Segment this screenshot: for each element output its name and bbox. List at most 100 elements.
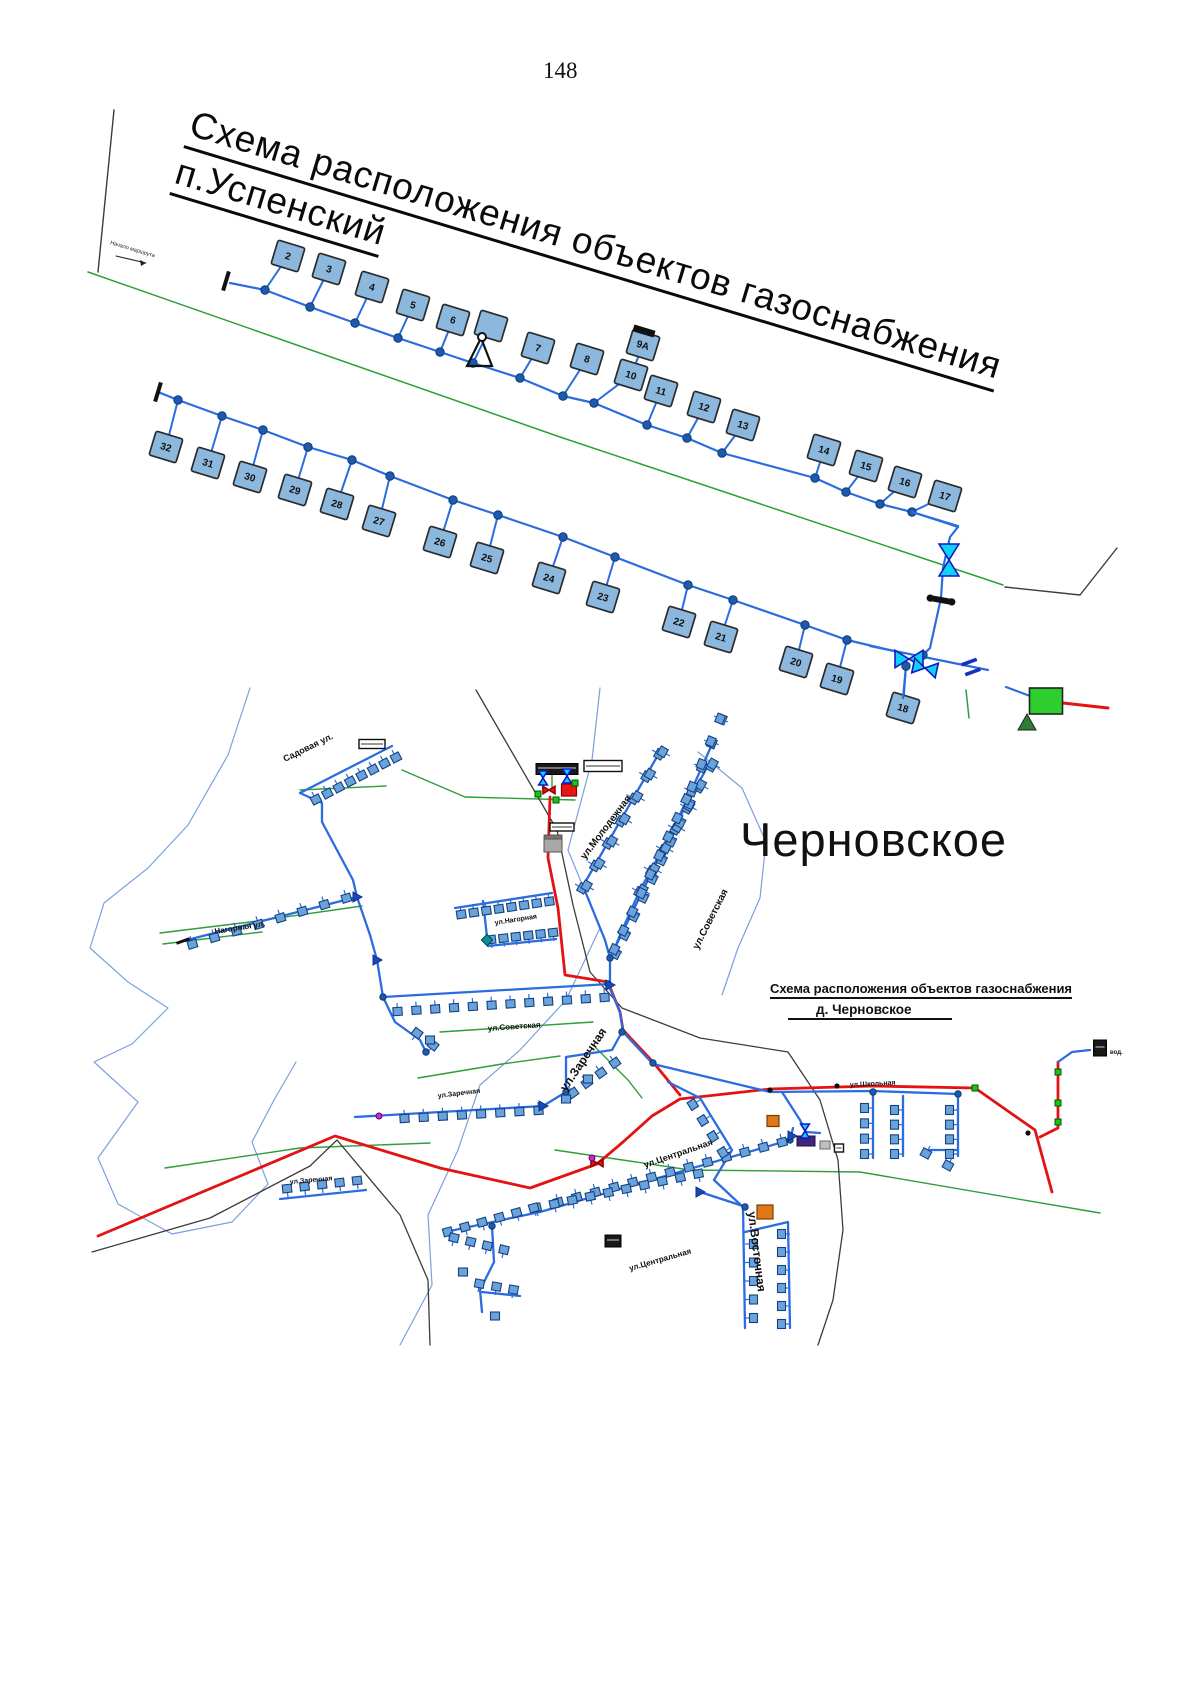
valve-green-icon xyxy=(971,1084,979,1092)
house xyxy=(230,925,243,937)
numbered-block xyxy=(819,662,855,696)
valve-icon xyxy=(937,543,961,577)
teal-diamond-icon xyxy=(480,933,494,947)
layer-roads xyxy=(91,689,844,1346)
valve-tri xyxy=(923,661,940,680)
block-number: 17 xyxy=(938,490,952,504)
house xyxy=(748,1257,759,1268)
valve-tri xyxy=(937,543,961,562)
layer-markers xyxy=(175,738,1107,1248)
gas-pipe-low xyxy=(480,1290,522,1298)
house xyxy=(626,905,639,919)
node-dot xyxy=(834,1083,840,1089)
numbered-block xyxy=(190,446,226,480)
house xyxy=(497,933,509,944)
junction-dot xyxy=(869,1088,877,1096)
gas-main xyxy=(156,390,904,655)
house xyxy=(944,1134,955,1145)
house xyxy=(682,1161,695,1173)
block-number: 12 xyxy=(697,401,711,415)
junction-dot xyxy=(558,391,568,401)
block-number: 5 xyxy=(408,300,417,312)
house xyxy=(664,1166,677,1178)
house xyxy=(889,1119,900,1130)
street-label: ул.Школьная xyxy=(850,1080,896,1089)
numbered-block xyxy=(585,580,621,614)
valve-tri xyxy=(561,774,573,784)
street-label: ул.Заречная xyxy=(290,1175,333,1186)
house xyxy=(560,1094,572,1104)
valve-green-icon xyxy=(1054,1118,1062,1126)
house xyxy=(523,997,535,1008)
block-number: 13 xyxy=(736,419,750,433)
numbered-block xyxy=(354,270,390,304)
gas-pipe-low xyxy=(381,995,428,1054)
trap-end xyxy=(948,598,956,606)
valve-green-icon xyxy=(571,779,579,787)
junction-arrow xyxy=(372,954,384,966)
gas-pipe-high xyxy=(96,1084,977,1238)
numbered-block xyxy=(148,430,184,464)
junction-dot xyxy=(642,420,652,430)
house xyxy=(457,1267,469,1277)
green-boundary xyxy=(87,271,1004,586)
facility-gray xyxy=(819,1140,831,1150)
junction-dot xyxy=(393,333,403,343)
house xyxy=(561,995,573,1005)
junction-dot xyxy=(422,1048,430,1056)
stream xyxy=(399,687,601,1346)
gas-pipe-low xyxy=(780,1090,822,1135)
valve-tri xyxy=(799,1123,811,1133)
layer-top: 2345678109А11121314151617323130292827262… xyxy=(87,109,1118,731)
valve-icon xyxy=(799,1123,811,1139)
house xyxy=(859,1148,870,1160)
road xyxy=(97,109,115,273)
junction-dot xyxy=(558,532,568,542)
gas-pipe-low xyxy=(666,1080,745,1209)
house xyxy=(411,1005,422,1016)
block-number: 26 xyxy=(433,536,447,550)
house xyxy=(332,781,346,794)
block-number: 32 xyxy=(159,441,173,455)
house xyxy=(776,1264,787,1276)
house xyxy=(776,1282,787,1294)
junction-arrow xyxy=(787,1130,799,1142)
junction-dot xyxy=(173,395,183,405)
house xyxy=(692,1168,705,1180)
road xyxy=(475,689,591,973)
house xyxy=(638,1179,651,1191)
route-start-tick xyxy=(153,381,163,403)
house xyxy=(340,892,353,904)
block-number: 4 xyxy=(367,282,376,294)
flange-bar xyxy=(964,667,981,677)
house xyxy=(620,1183,633,1195)
house xyxy=(505,901,518,913)
stream xyxy=(697,751,767,996)
house xyxy=(859,1102,870,1114)
gas-pipe-high xyxy=(1038,1060,1060,1139)
house xyxy=(592,856,606,871)
house xyxy=(543,896,555,907)
house xyxy=(738,1146,751,1158)
numbered-block xyxy=(277,473,313,507)
block-number: 19 xyxy=(830,673,844,687)
house xyxy=(580,993,592,1004)
valve-icon xyxy=(542,784,556,796)
trap-icon xyxy=(926,594,956,606)
block-number: 31 xyxy=(201,457,215,471)
valve-icon xyxy=(537,770,549,786)
numbered-block xyxy=(661,605,697,639)
flange-bar xyxy=(961,657,978,667)
valve-tri xyxy=(894,648,911,670)
house xyxy=(580,879,594,893)
numbered-block xyxy=(703,620,739,654)
house xyxy=(498,1244,510,1256)
label-box-dark xyxy=(604,1234,622,1248)
house xyxy=(605,834,619,848)
house xyxy=(399,1113,410,1124)
house xyxy=(674,1171,687,1183)
street-label: вод. xyxy=(1110,1050,1123,1056)
pipe xyxy=(901,664,908,700)
junction-dot xyxy=(448,495,458,505)
